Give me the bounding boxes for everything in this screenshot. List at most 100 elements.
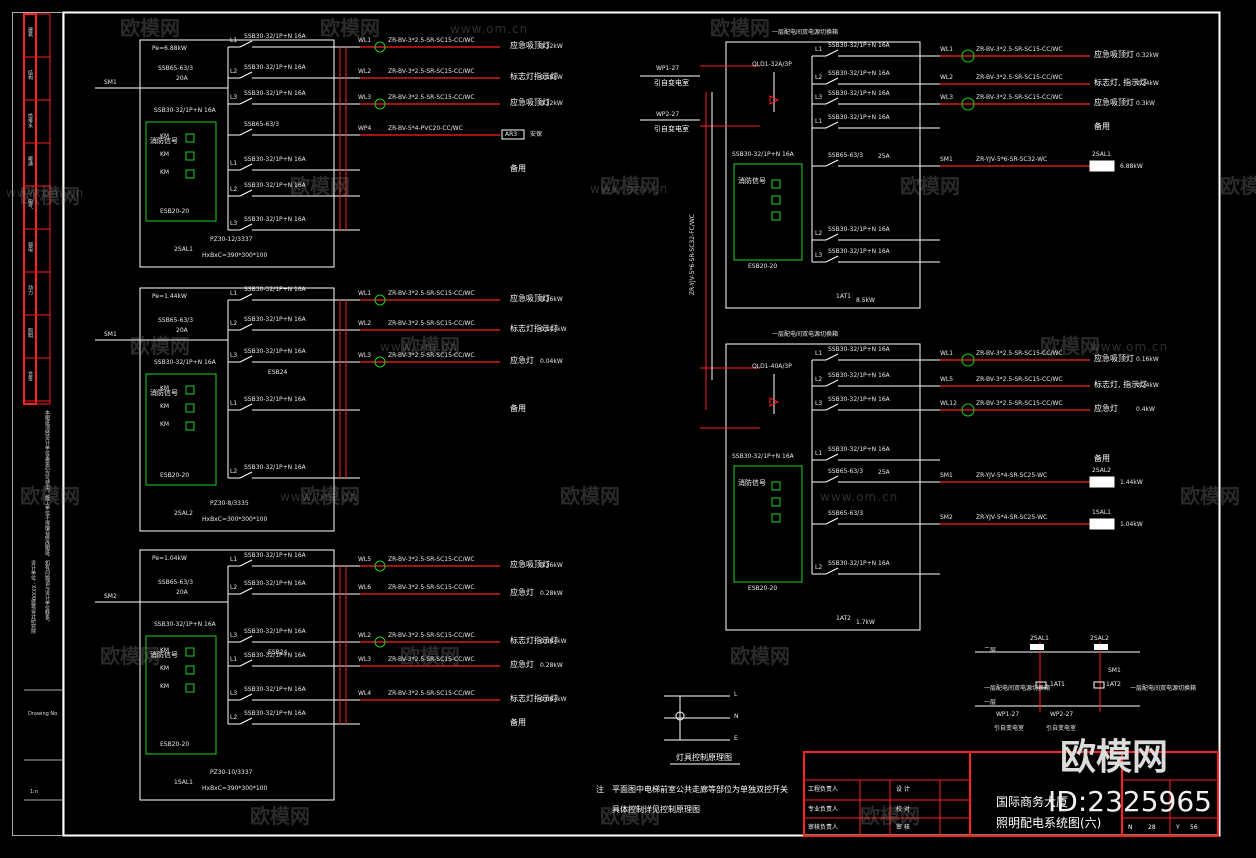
load-name: 应急吸顶灯 [510, 560, 550, 569]
breaker-label: SSB30-32/1P+N 16A [244, 396, 306, 403]
control-switch: SSB30-32/1P+N 16A [732, 453, 794, 460]
breaker-contact [239, 293, 253, 301]
rating-label: 25A [878, 469, 890, 476]
circuit-id: WL2 [358, 68, 372, 75]
phase-label: L1 [230, 290, 238, 297]
breaker-label: SSB30-32/1P+N 16A [244, 33, 306, 40]
control-switch: SSB30-32/1P+N 16A [154, 107, 216, 114]
relay-coil [771, 211, 781, 221]
control-circuit [733, 465, 803, 583]
riser-wp2: WP2-27 [1050, 711, 1074, 718]
control-circuit [145, 635, 217, 755]
load-name: 备用 [1094, 122, 1110, 131]
phase-label: L3 [230, 352, 238, 359]
circuit-id: WL1 [940, 350, 954, 357]
watermark-brand: 欧模网 [400, 644, 460, 668]
riser-src2: 引自变电室 [1046, 725, 1077, 732]
strip-scale: 1:n [30, 789, 39, 795]
breaker-contact [825, 233, 839, 241]
phase-label: L1 [230, 37, 238, 44]
panel-dims: HxBxC=390*300*100 [202, 785, 268, 792]
relay-coil [185, 683, 195, 693]
cable-spec: ZR-BV-3*2.5-SR-SC15-CC/WC [388, 556, 475, 563]
lamp-symbol [675, 711, 685, 721]
load-box [1089, 518, 1115, 530]
project-name: 国际商务大厦 [996, 795, 1069, 809]
breaker-contact [239, 635, 253, 643]
phase-label: L2 [815, 564, 823, 571]
left-title-strip [12, 12, 63, 836]
breaker-label: SSB30-32/1P+N 16A [244, 348, 306, 355]
watermark-brand: 欧模网 [130, 334, 190, 358]
drawing-title: 照明配电系统图(六) [996, 816, 1102, 830]
phase-label: L1 [815, 450, 823, 457]
breaker-contact [825, 97, 839, 105]
breaker-contact [239, 559, 253, 567]
watermark-brand: 欧模网 [250, 804, 310, 828]
riser-sm1: SM1 [1108, 667, 1121, 674]
breaker-contact [825, 121, 839, 129]
watermark-brand: 欧模网 [710, 16, 770, 40]
phase-label: L2 [815, 230, 823, 237]
cable-spec: ZR-BV-3*2.5-SR-SC15-CC/WC [388, 656, 475, 663]
watermark-brand: 欧模网 [730, 644, 790, 668]
panel-dims: HxBxC=300*300*100 [202, 516, 268, 523]
relay-label: KM [160, 403, 170, 410]
watermark-brand: 欧模网 [120, 16, 180, 40]
relay-label: KM [160, 665, 170, 672]
strip-cell-label: 动力 [27, 285, 33, 295]
relay-label: KM [160, 385, 170, 392]
cable-spec: ZR-BV-5*4-PVC20-CC/WC [388, 125, 463, 132]
load-name: 标志灯指示灯 [510, 324, 558, 333]
breaker-label: SSB30-32/1P+N 16A [244, 156, 306, 163]
relay-label: KM [160, 647, 170, 654]
panel-power: Pe=1.44kW [152, 293, 187, 300]
phase-label: L2 [230, 68, 238, 75]
watermark-url: www.om.cn [590, 182, 669, 196]
strip-note: 本图纸须经设计单位盖章后方可使用。施工单位不得擅自修改图纸，如有问题请与设计单位… [44, 410, 50, 625]
cable-spec: ZR-BV-3*2.5-SR-SC15-CC/WC [388, 37, 475, 44]
phase-label: L2 [230, 468, 238, 475]
lamp-symbol [961, 403, 975, 417]
cable-spec: ZR-YJV-5*4-SR-SC25-WC [976, 514, 1048, 521]
circuit-id: SM1 [940, 156, 953, 163]
breaker-contact [825, 403, 839, 411]
panel-model: PZ30-12/3337 [210, 236, 253, 243]
phase-label: L3 [230, 220, 238, 227]
control-circuit [145, 121, 217, 222]
load-name: 标志灯, 指示灯 [1094, 78, 1148, 87]
relay-coil [185, 151, 195, 161]
phase-label: L3 [230, 690, 238, 697]
watermark-brand-large: 欧模网 [1060, 737, 1169, 778]
ats-switch: QLD1-40A/3P [752, 363, 792, 370]
load-power: 0.28kW [540, 662, 563, 669]
lamp-symbol [374, 98, 386, 110]
esb-label: ESB20-20 [748, 585, 778, 592]
breaker-contact [239, 223, 253, 231]
tb-y-label: Y [1176, 824, 1180, 831]
breaker-contact [825, 77, 839, 85]
breaker-contact [239, 71, 253, 79]
breaker-label: SSB30-32/1P+N 16A [244, 686, 306, 693]
strip-mark: Drawing No. [28, 711, 59, 717]
circuit-id: WL1 [940, 46, 954, 53]
breaker-label: SSB30-32/1P+N 16A [828, 114, 890, 121]
load-power: 安保 [530, 131, 543, 138]
relay-label: KM [160, 421, 170, 428]
breaker-label: SSB30-32/1P+N 16A [244, 710, 306, 717]
relay-coil [771, 513, 781, 523]
load-power: 0.04kW [540, 358, 563, 365]
breaker-label: SSB30-32/1P+N 16A [244, 628, 306, 635]
tb-n-label: N [1128, 824, 1133, 831]
panel-box-1SAL1 [139, 549, 335, 801]
load-power: 0.32kW [1136, 52, 1159, 59]
strip-cell-label: 会签 [27, 371, 33, 381]
load-power: 0.24kW [1136, 382, 1159, 389]
tb-check: 校 对 [896, 806, 910, 813]
panel-dims: HxBxC=390*300*100 [202, 252, 268, 259]
circuit-id: SM2 [940, 514, 953, 521]
fire-signal: 消防信号 [150, 389, 178, 397]
breaker-label: SSB30-32/1P+N 16A [244, 90, 306, 97]
load-power: 0.36kW [540, 562, 563, 569]
load-box [1089, 476, 1115, 488]
